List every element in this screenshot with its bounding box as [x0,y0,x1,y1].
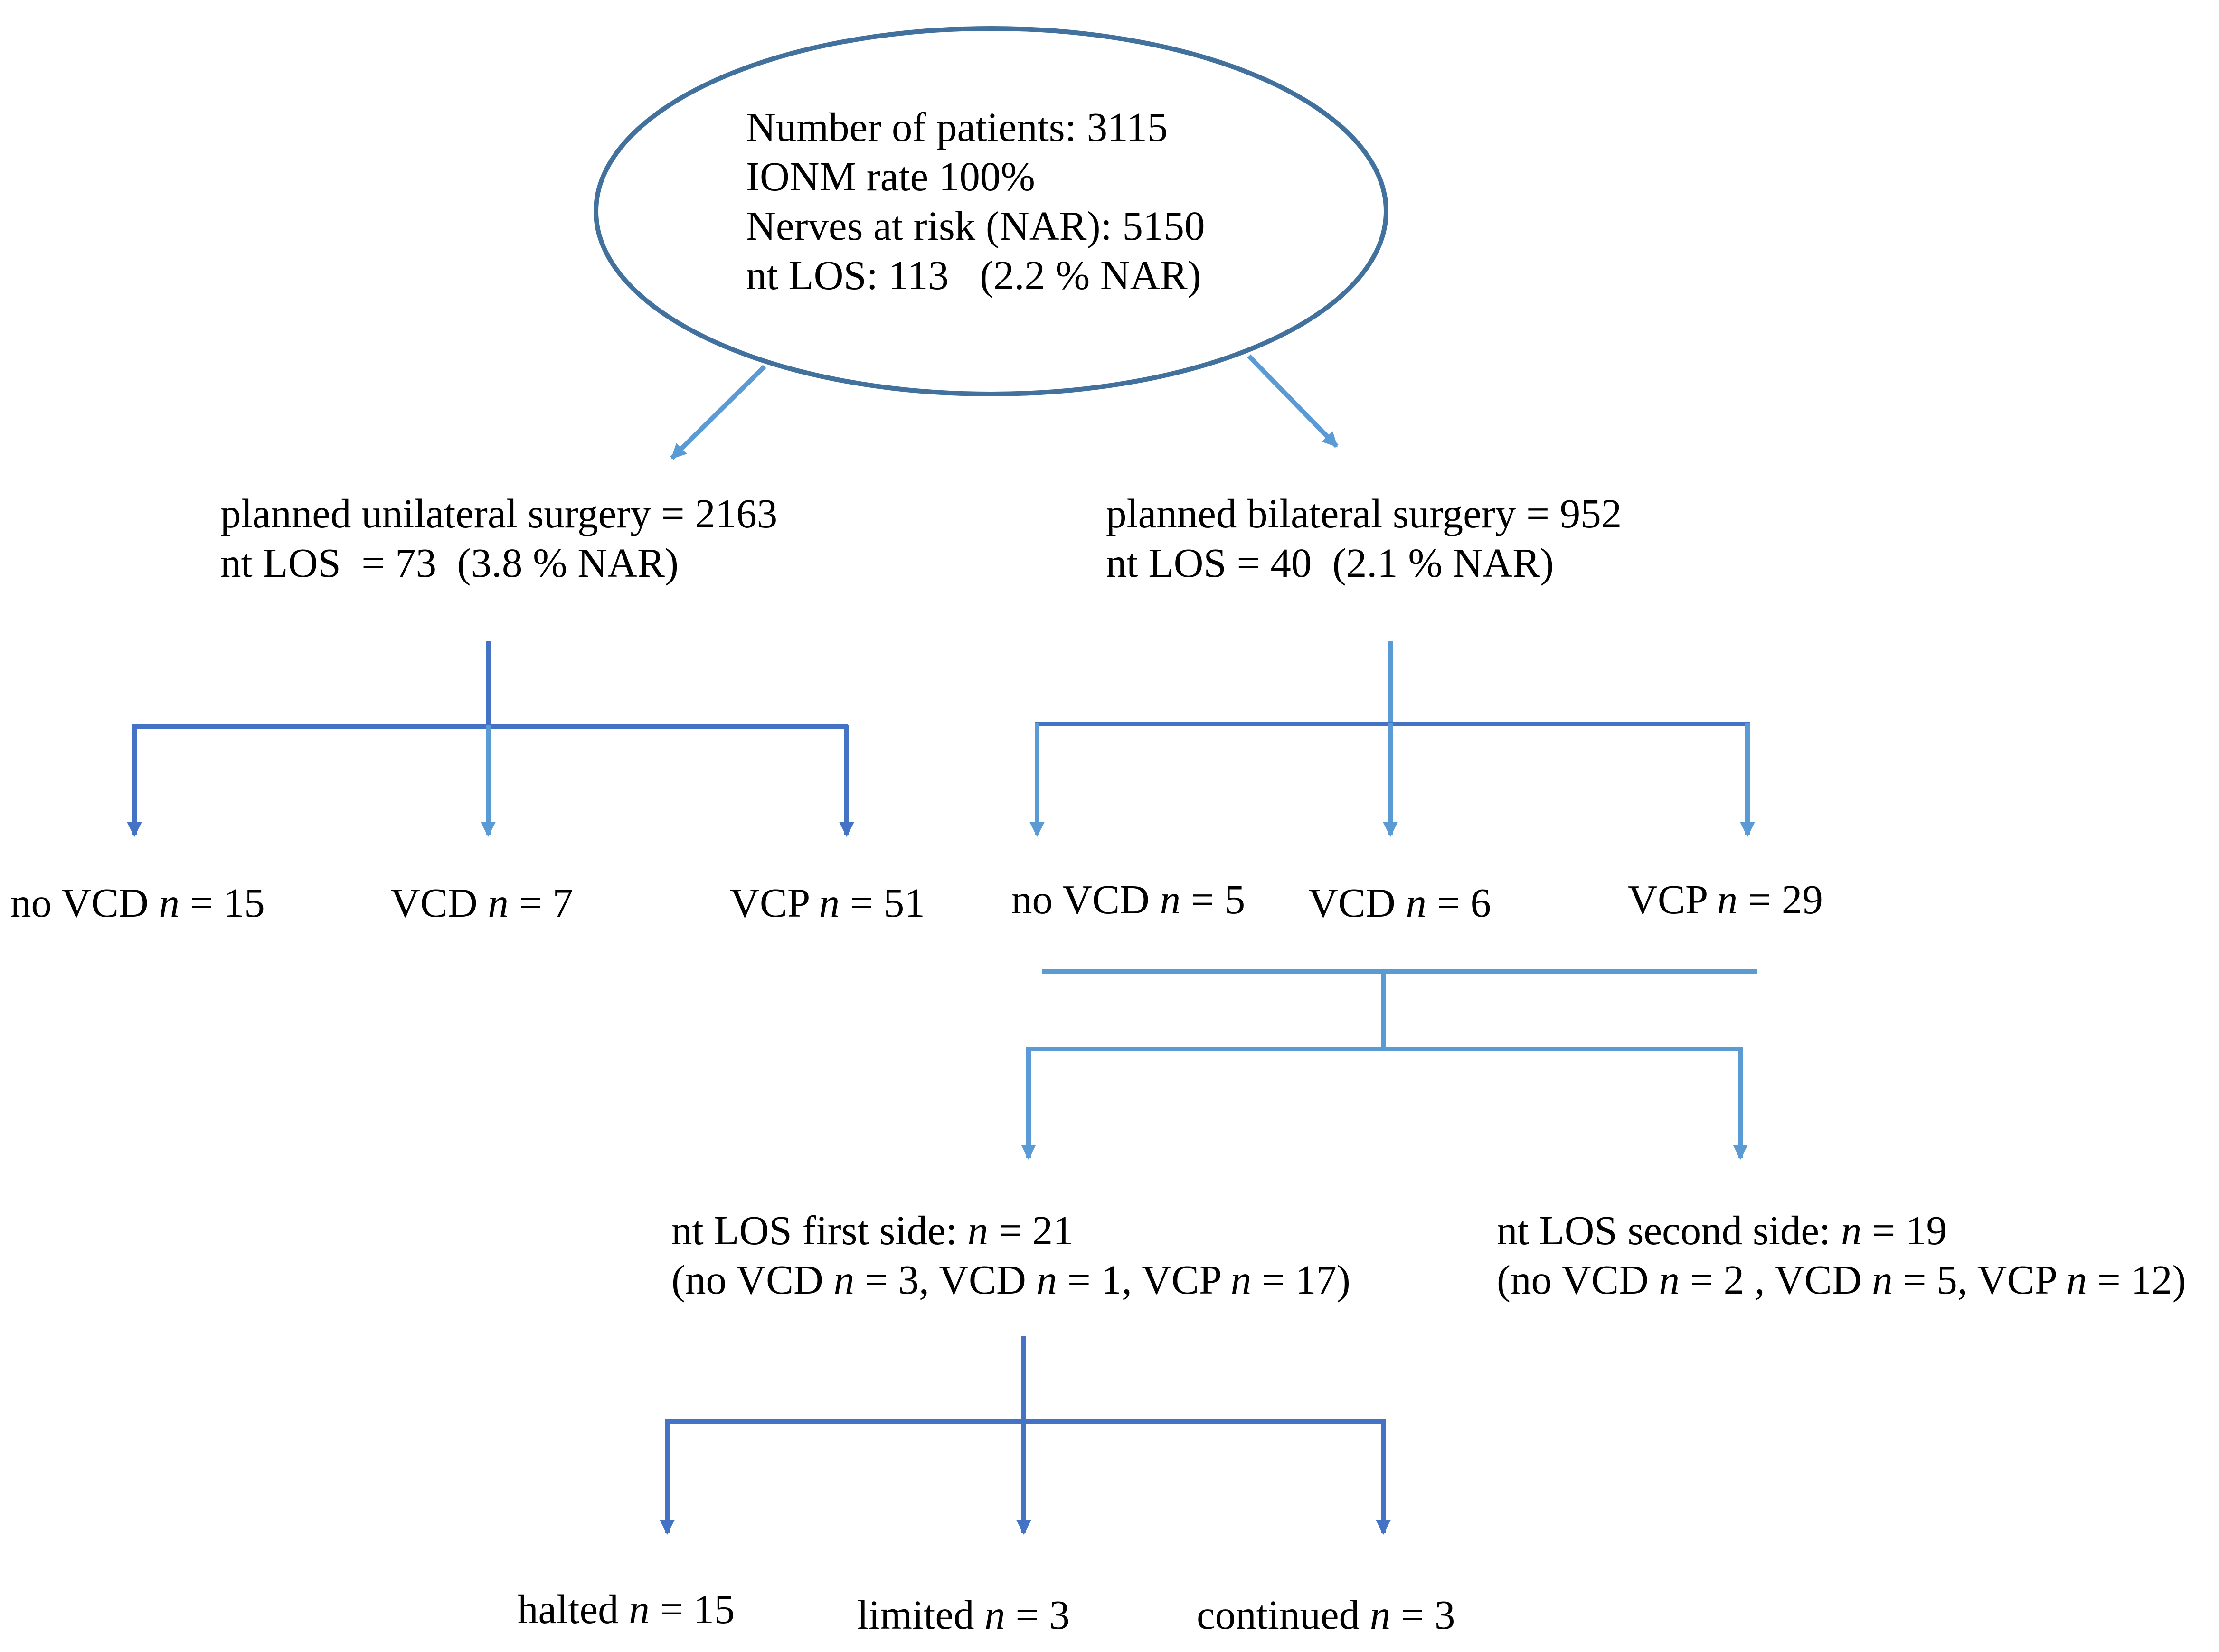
root-line-4: nt LOS: 113 (2.2 % NAR) [746,252,1201,298]
first-side-detail: (no VCD n = 3, VCD n = 1, VCP n = 17) [671,1257,1350,1303]
root-line-1: Number of patients: 3115 [746,104,1168,150]
unilateral-title: planned unilateral surgery = 2163 [220,490,778,536]
bilateral-los: nt LOS = 40 (2.1 % NAR) [1106,540,1554,586]
outcome-limited: limited n = 3 [857,1592,1070,1638]
second-side-title: nt LOS second side: n = 19 [1497,1207,1947,1253]
root-line-3: Nerves at risk (NAR): 5150 [746,203,1205,249]
root-line-2: IONM rate 100% [746,153,1035,199]
arrow-to-unilateral [670,365,766,460]
arrow-to-bilateral [1247,354,1339,448]
bilateral-no-vcd: no VCD n = 5 [1011,876,1246,922]
unilateral-vcd: VCD n = 7 [390,880,574,926]
second-side-detail: (no VCD n = 2 , VCD n = 5, VCP n = 12) [1497,1257,2186,1303]
root-ellipse [594,26,1388,396]
bilateral-title: planned bilateral surgery = 952 [1106,490,1622,536]
outcome-continued: continued n = 3 [1197,1592,1455,1638]
sides-branch-connector [1020,969,1757,1160]
bilateral-vcd: VCD n = 6 [1308,880,1492,926]
bilateral-branch-connector [1029,641,1756,837]
unilateral-los: nt LOS = 73 (3.8 % NAR) [220,540,679,586]
unilateral-branch-connector [126,641,855,837]
bilateral-vcp: VCP n = 29 [1628,876,1823,922]
outcome-halted: halted n = 15 [518,1586,735,1632]
unilateral-vcp: VCP n = 51 [730,880,925,926]
unilateral-no-vcd: no VCD n = 15 [10,880,265,926]
first-side-branch-connector [659,1336,1391,1535]
first-side-title: nt LOS first side: n = 21 [671,1207,1074,1253]
